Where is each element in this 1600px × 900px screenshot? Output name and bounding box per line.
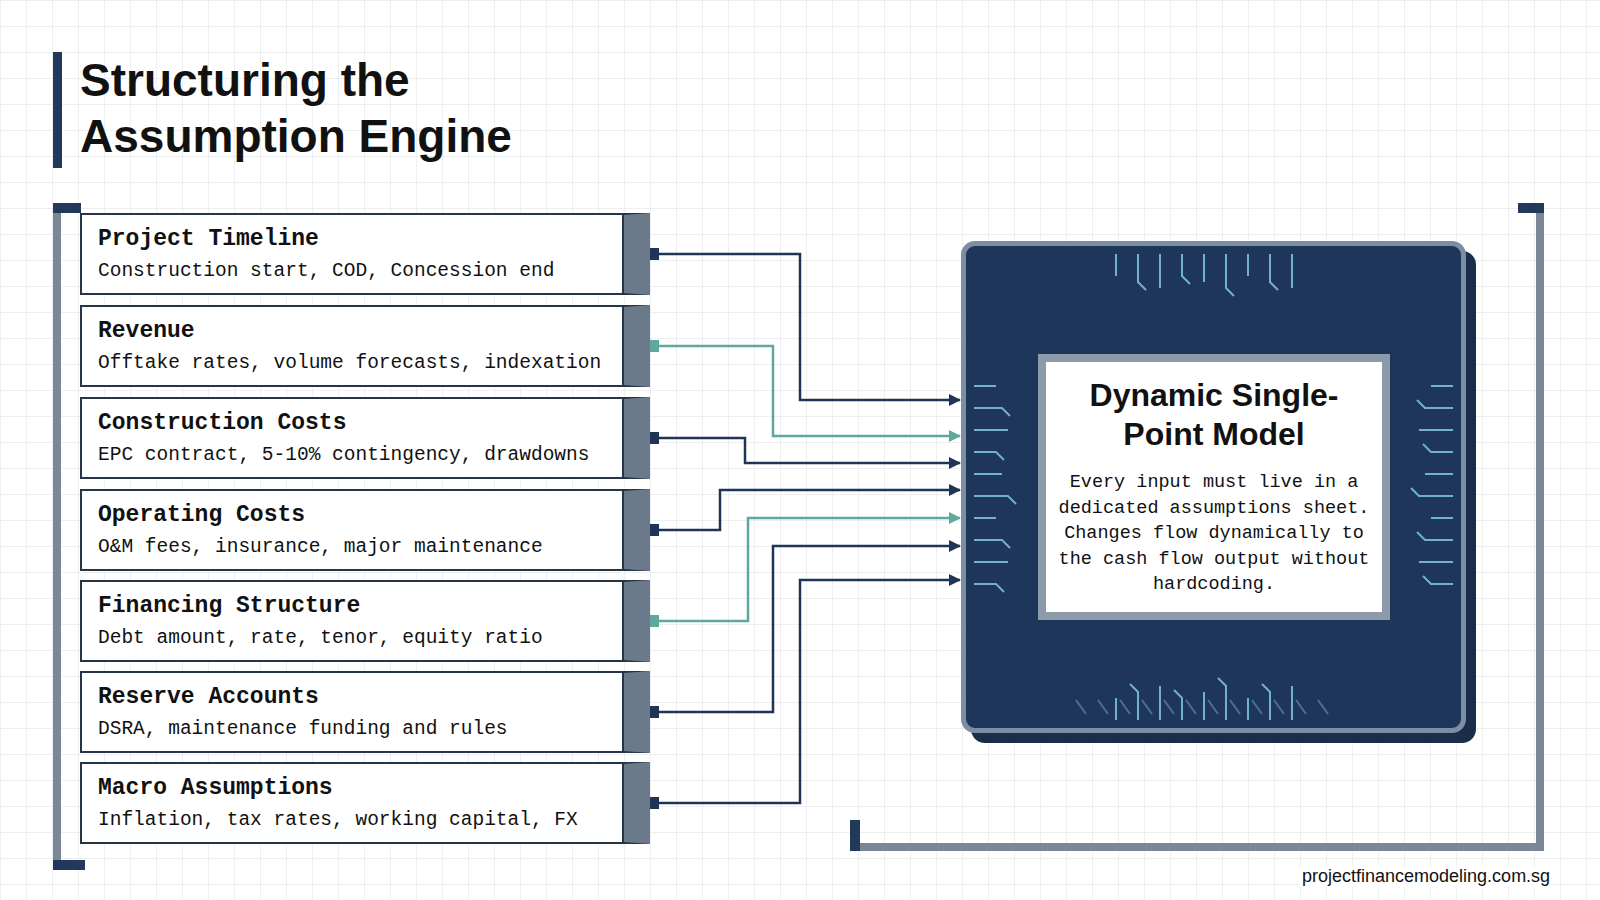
watermark: projectfinancemodeling.com.sg xyxy=(1300,866,1552,887)
box-body: DSRA, maintenance funding and rules xyxy=(98,716,610,742)
assumption-box: Macro AssumptionsInflation, tax rates, w… xyxy=(80,762,650,844)
model-panel: Dynamic Single-Point ModelEvery input mu… xyxy=(1038,354,1390,620)
box-body: O&M fees, insurance, major maintenance xyxy=(98,534,610,560)
box-body: Offtake rates, volume forecasts, indexat… xyxy=(98,350,610,376)
box-body: Inflation, tax rates, working capital, F… xyxy=(98,807,610,833)
title-bar xyxy=(53,52,62,168)
box-heading: Dynamic Single-Point Model xyxy=(1056,376,1372,454)
input-connector xyxy=(650,580,960,803)
input-connector xyxy=(650,438,960,463)
diagram-title: Structuring the Assumption Engine xyxy=(80,52,640,164)
box-heading: Construction Costs xyxy=(98,409,610,438)
box-heading: Project Timeline xyxy=(98,225,610,254)
box-heading: Operating Costs xyxy=(98,501,610,530)
assumption-box: Reserve AccountsDSRA, maintenance fundin… xyxy=(80,671,650,753)
input-connector xyxy=(650,490,960,530)
right-bracket xyxy=(850,203,1544,851)
box-body: Debt amount, rate, tenor, equity ratio xyxy=(98,625,610,651)
box-heading: Macro Assumptions xyxy=(98,774,610,803)
assumption-box: Construction CostsEPC contract, 5-10% co… xyxy=(80,397,650,479)
box-body: Every input must live in a dedicated ass… xyxy=(1056,470,1372,598)
box-body: Construction start, COD, Concession end xyxy=(98,258,610,284)
assumption-box: Financing StructureDebt amount, rate, te… xyxy=(80,580,650,662)
assumption-box: Project TimelineConstruction start, COD,… xyxy=(80,213,650,295)
box-heading: Financing Structure xyxy=(98,592,610,621)
assumption-box: RevenueOfftake rates, volume forecasts, … xyxy=(80,305,650,387)
input-connector xyxy=(650,254,960,400)
input-connector xyxy=(650,346,960,436)
assumption-box: Operating CostsO&M fees, insurance, majo… xyxy=(80,489,650,571)
input-connector xyxy=(650,546,960,712)
box-body: EPC contract, 5-10% contingency, drawdow… xyxy=(98,442,610,468)
model-chip: Dynamic Single-Point ModelEvery input mu… xyxy=(961,241,1466,733)
input-connector xyxy=(650,518,960,621)
box-heading: Revenue xyxy=(98,317,610,346)
box-heading: Reserve Accounts xyxy=(98,683,610,712)
